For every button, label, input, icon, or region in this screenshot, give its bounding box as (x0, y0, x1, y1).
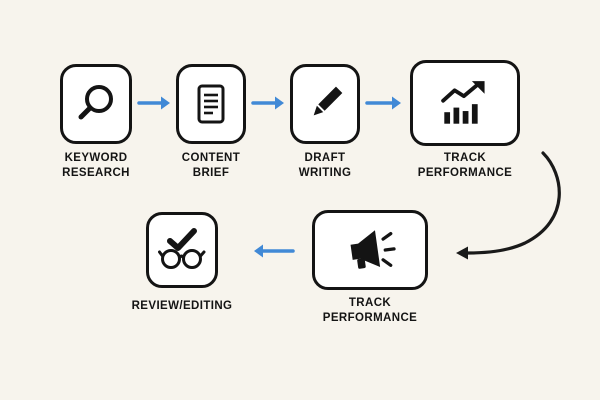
node-label: TRACK PERFORMANCE (322, 297, 418, 324)
node-label: DRAFT WRITING (298, 152, 352, 179)
node-label: REVIEW/EDITING (131, 300, 233, 312)
arrow-left-icon (254, 244, 295, 258)
node-label: KEYWORD RESEARCH (62, 152, 130, 179)
node-draft-writing (290, 64, 360, 144)
node-review-editing (146, 212, 218, 288)
megaphone-icon (340, 226, 400, 274)
arrow-right-icon (137, 96, 170, 110)
pencil-icon (303, 82, 347, 126)
search-icon (74, 82, 118, 126)
arrow-right-icon (251, 96, 284, 110)
node-label: TRACK PERFORMANCE (417, 152, 513, 179)
chart-growth-icon (434, 80, 496, 126)
arrow-right-icon (365, 96, 401, 110)
node-track-performance-bottom (312, 210, 428, 290)
node-track-performance-top (410, 60, 520, 146)
glasses-check-icon (158, 227, 206, 273)
node-content-brief (176, 64, 246, 144)
node-label: CONTENT BRIEF (181, 152, 241, 179)
document-icon (189, 82, 233, 126)
node-keyword-research (60, 64, 132, 144)
